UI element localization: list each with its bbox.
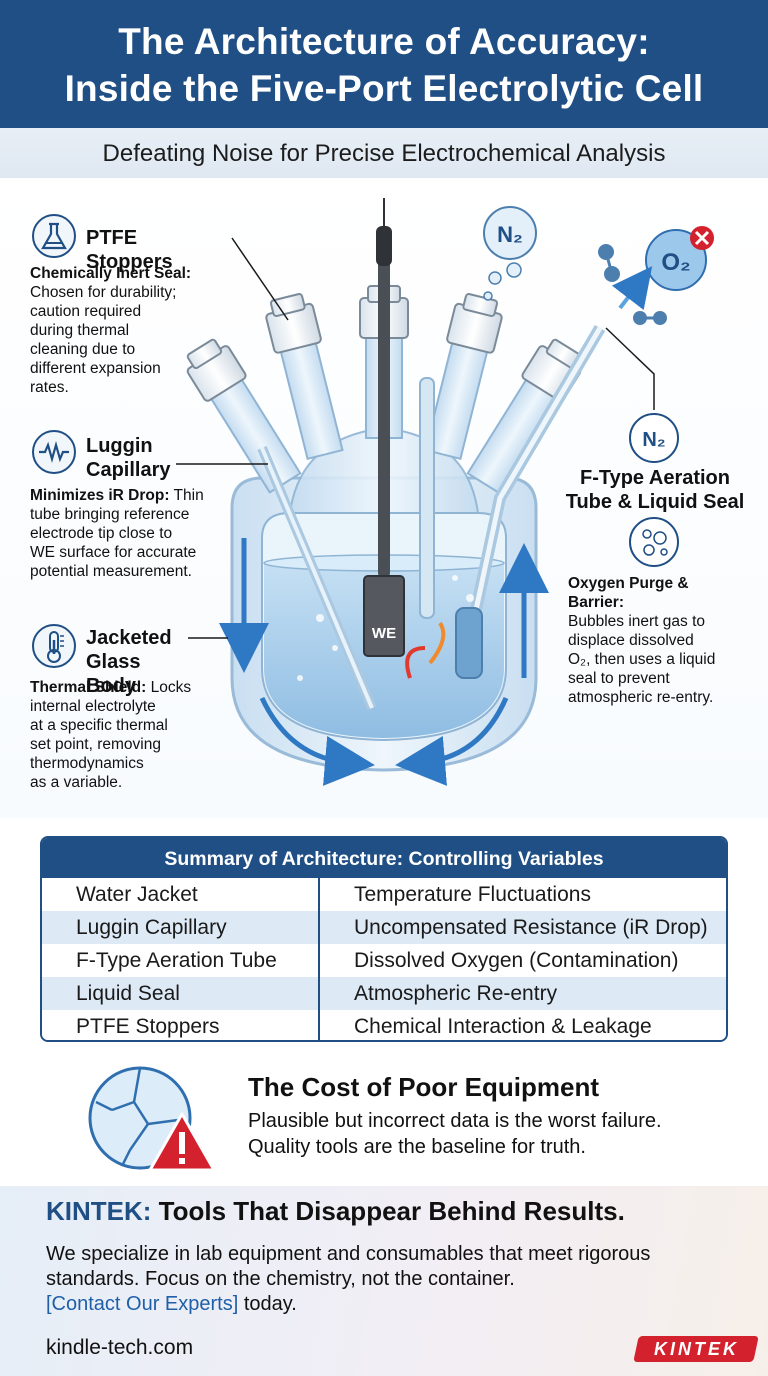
header-banner: The Architecture of Accuracy: Inside the… (0, 0, 768, 128)
svg-text:N₂: N₂ (497, 222, 523, 247)
page-subtitle: Defeating Noise for Precise Electrochemi… (0, 128, 768, 178)
aeration-title: F-Type Aeration Tube & Liquid Seal (565, 467, 745, 513)
cell-diagram: WE N₂ (0, 178, 768, 818)
ptfe-description: Chemically Inert Seal: Chosen for durabi… (30, 265, 192, 396)
cost-text: Plausible but incorrect data is the wors… (248, 1110, 662, 1158)
footer-heading: KINTEK: Tools That Disappear Behind Resu… (46, 1196, 625, 1226)
working-electrode (363, 575, 405, 657)
cost-heading: The Cost of Poor Equipment (248, 1072, 599, 1102)
kintek-logo: KINTEK (633, 1336, 759, 1362)
luggin-description: Minimizes iR Drop: Thin tube bringing re… (30, 487, 204, 580)
luggin-title: Luggin Capillary (86, 435, 171, 481)
website-link[interactable]: kindle-tech.com (46, 1336, 194, 1359)
electrolytic-cell-illustration: WE N₂ (176, 198, 714, 786)
working-electrode-rod (378, 248, 390, 578)
n2-right-icon: N₂ (629, 413, 679, 463)
title-line-1: The Architecture of Accuracy: (118, 21, 650, 62)
page-title: The Architecture of Accuracy: Inside the… (0, 18, 768, 112)
cost-section: The Cost of Poor Equipment Plausible but… (0, 1058, 768, 1180)
title-line-2: Inside the Five-Port Electrolytic Cell (64, 68, 704, 109)
contact-experts-link[interactable]: [Contact Our Experts] (46, 1293, 239, 1315)
footer: KINTEK: Tools That Disappear Behind Resu… (0, 1186, 768, 1376)
svg-text:N₂: N₂ (642, 429, 665, 451)
broken-glass-icon (88, 1066, 216, 1172)
flask-icon (32, 214, 76, 258)
resistor-wave-icon (32, 430, 76, 474)
footer-body: We specialize in lab equipment and consu… (46, 1243, 651, 1315)
summary-heading: Summary of Architecture: Controlling Var… (42, 838, 726, 878)
jacket-title: Jacketed Glass Body (86, 627, 172, 697)
svg-text:O₂: O₂ (661, 249, 690, 276)
n2-gas-icon: N₂ (483, 206, 537, 301)
oxygen-description: Oxygen Purge & Barrier: Bubbles inert ga… (568, 575, 716, 706)
summary-table: Summary of Architecture: Controlling Var… (40, 836, 728, 1042)
thermometer-icon (32, 624, 76, 668)
o2-blocked-icon: O₂ (598, 226, 714, 325)
brand-name: KINTEK: (46, 1196, 152, 1226)
we-label: WE (372, 625, 396, 642)
jacket-description: Thermal Shield: Locks internal electroly… (30, 679, 192, 791)
ptfe-title: PTFE Stoppers (86, 227, 173, 273)
bubbles-icon (629, 517, 679, 567)
warning-icon (148, 1112, 216, 1172)
